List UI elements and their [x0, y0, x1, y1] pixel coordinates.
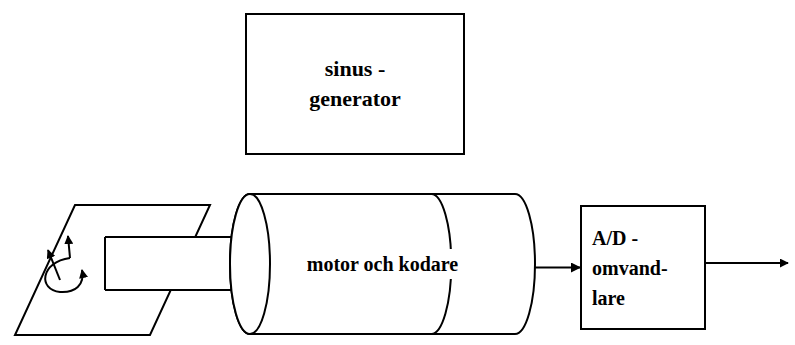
node-label: motor och kodare — [304, 249, 461, 279]
node-label: A/D - omvand- lare — [592, 223, 692, 313]
generator-box: sinus - generator — [245, 13, 465, 155]
node-label: sinus - generator — [290, 54, 420, 114]
motor-cylinder: motor och kodare — [230, 193, 535, 335]
rotation-arrow — [48, 250, 60, 280]
output-arrow — [705, 262, 788, 264]
signal-arrow — [535, 267, 580, 269]
converter-box: A/D - omvand- lare — [580, 205, 706, 330]
rotation-arrow — [45, 258, 82, 292]
rotation-arrow — [68, 236, 70, 258]
